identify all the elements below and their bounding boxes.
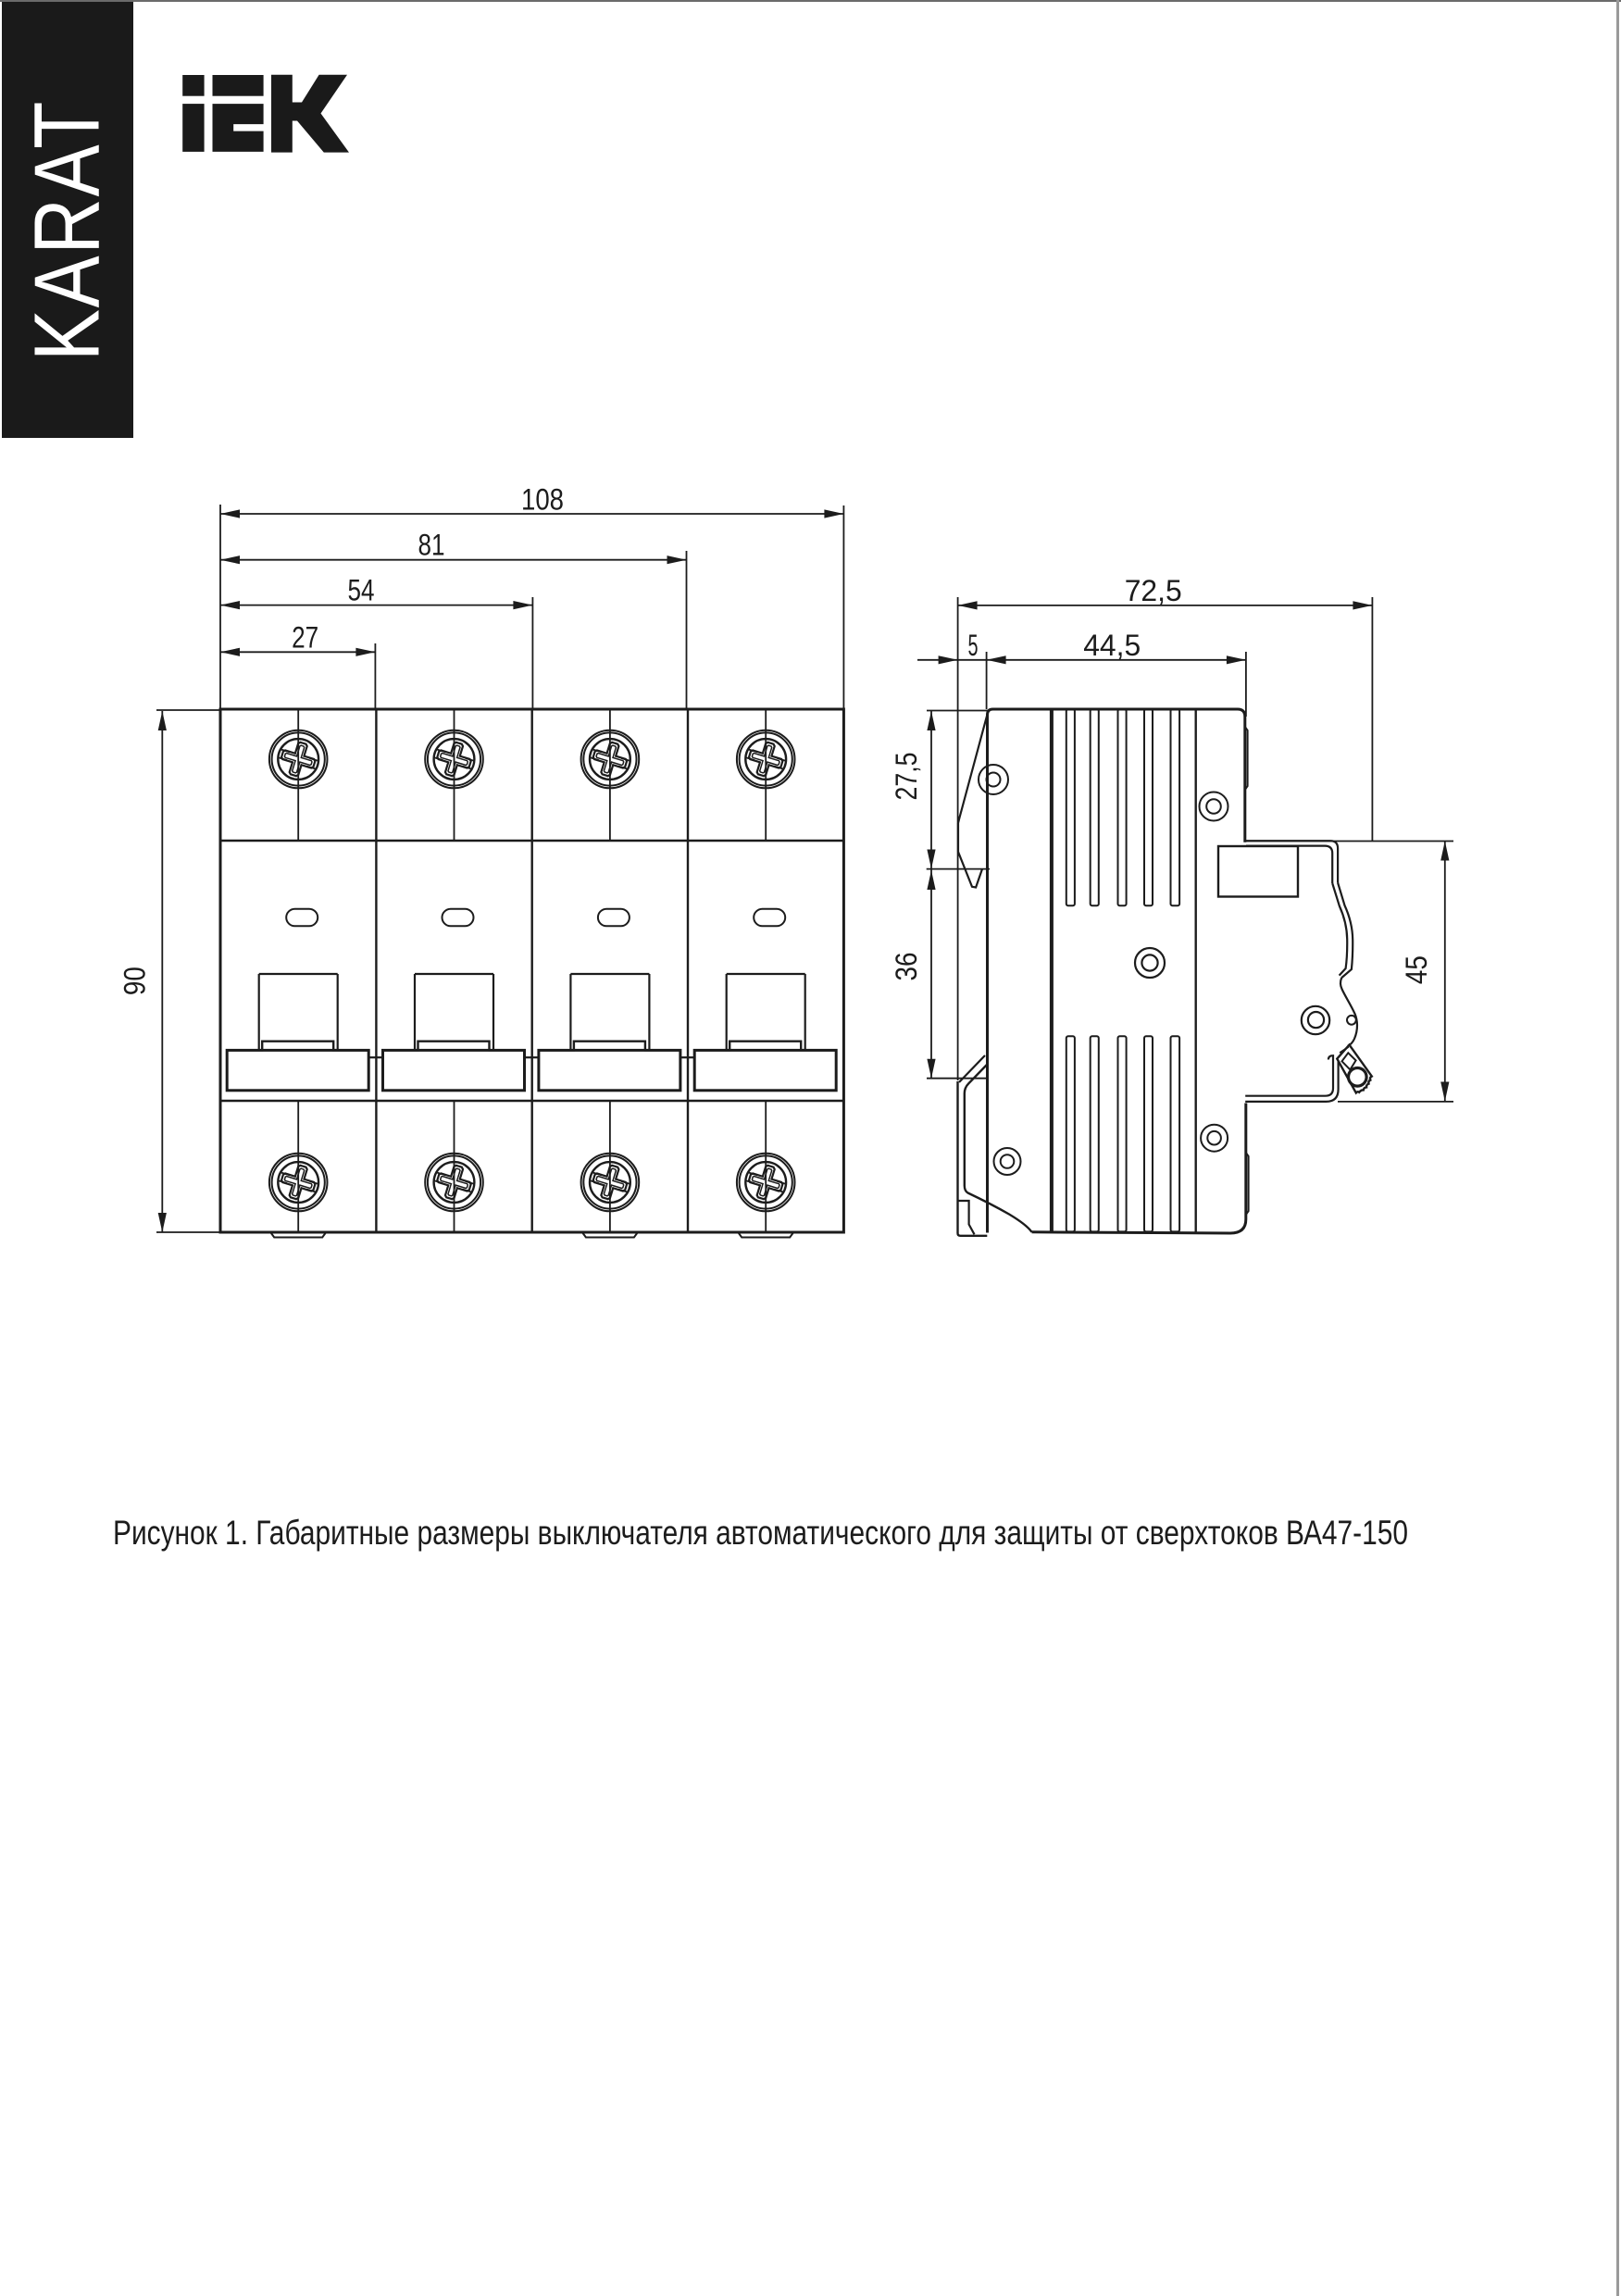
svg-text:27: 27 xyxy=(292,620,318,654)
svg-text:36: 36 xyxy=(890,953,923,981)
svg-text:5: 5 xyxy=(968,629,979,662)
svg-text:90: 90 xyxy=(118,967,151,995)
svg-text:45: 45 xyxy=(1400,955,1433,984)
svg-text:72,5: 72,5 xyxy=(1125,574,1182,607)
svg-text:108: 108 xyxy=(521,483,564,517)
svg-text:54: 54 xyxy=(348,574,375,607)
svg-text:Рисунок 1. Габаритные размеры: Рисунок 1. Габаритные размеры выключател… xyxy=(113,1513,1408,1552)
svg-text:44,5: 44,5 xyxy=(1083,629,1141,662)
svg-text:81: 81 xyxy=(418,529,445,562)
svg-text:27,5: 27,5 xyxy=(890,753,923,801)
